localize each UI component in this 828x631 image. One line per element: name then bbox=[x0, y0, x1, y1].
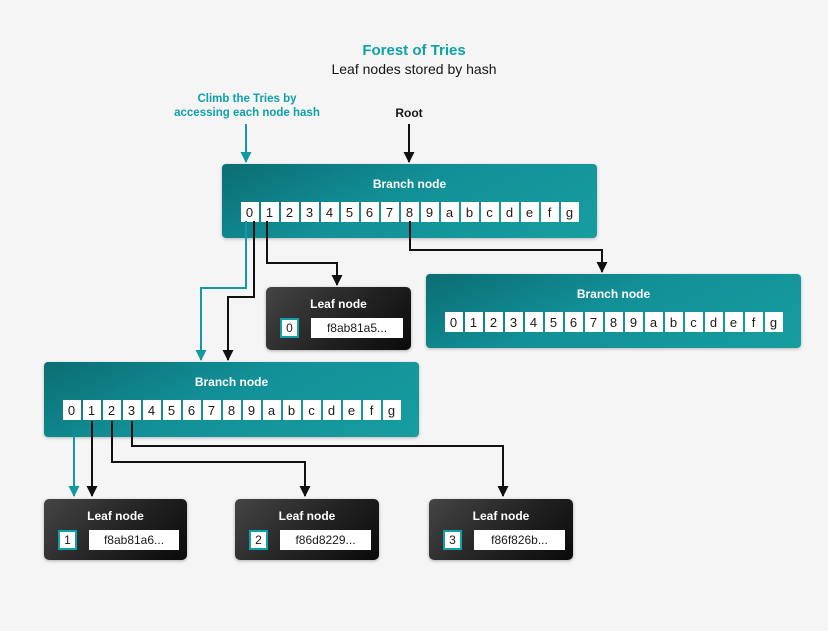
hex-cell-2: 2 bbox=[484, 312, 503, 332]
hex-cell-1: 1 bbox=[82, 400, 101, 420]
hex-cell-5: 5 bbox=[162, 400, 181, 420]
hex-cell-a: a bbox=[644, 312, 663, 332]
hex-cell-1: 1 bbox=[464, 312, 483, 332]
hex-cell-4: 4 bbox=[524, 312, 543, 332]
leaf-node-title: Leaf node bbox=[472, 509, 530, 523]
hex-cell-g: g bbox=[764, 312, 783, 332]
page-title: Forest of Tries bbox=[362, 42, 466, 59]
climb-tries-label-line2: accessing each node hash bbox=[174, 107, 320, 119]
leaf-node-2: Leaf node 2 f86d8229... bbox=[235, 499, 379, 560]
hex-cell-c: c bbox=[302, 400, 321, 420]
hex-cell-8: 8 bbox=[604, 312, 623, 332]
root-label: Root bbox=[395, 106, 423, 120]
leaf-index-cell: 1 bbox=[58, 530, 77, 550]
hex-cell-1: 1 bbox=[260, 202, 279, 222]
hex-cell-e: e bbox=[520, 202, 539, 222]
hex-cell-b: b bbox=[282, 400, 301, 420]
hex-cell-b: b bbox=[664, 312, 683, 332]
branch-node-title: Branch node bbox=[372, 177, 447, 191]
hex-cell-f: f bbox=[540, 202, 559, 222]
hex-cell-d: d bbox=[322, 400, 341, 420]
hex-cell-0: 0 bbox=[240, 202, 259, 222]
hex-cell-4: 4 bbox=[320, 202, 339, 222]
branch-node-title: Branch node bbox=[576, 287, 651, 301]
leaf-node-0: Leaf node 0 f8ab81a5... bbox=[266, 287, 411, 350]
hex-cell-f: f bbox=[362, 400, 381, 420]
hex-cell-e: e bbox=[724, 312, 743, 332]
leaf-index-cell: 3 bbox=[443, 530, 462, 550]
hex-cell-3: 3 bbox=[300, 202, 319, 222]
hex-cell-7: 7 bbox=[584, 312, 603, 332]
leaf-index-cell: 2 bbox=[249, 530, 268, 550]
hex-cell-b: b bbox=[460, 202, 479, 222]
hex-cell-3: 3 bbox=[122, 400, 141, 420]
hex-cell-6: 6 bbox=[564, 312, 583, 332]
hex-cell-d: d bbox=[704, 312, 723, 332]
leaf-node-content: 3 f86f826b... bbox=[429, 530, 573, 550]
climb-tries-label-line1: Climb the Tries by bbox=[197, 93, 297, 105]
hex-cell-5: 5 bbox=[544, 312, 563, 332]
hex-cell-0: 0 bbox=[444, 312, 463, 332]
hex-cell-a: a bbox=[440, 202, 459, 222]
leaf-hash-value: f8ab81a6... bbox=[89, 530, 179, 550]
hex-cell-0: 0 bbox=[62, 400, 81, 420]
climb-tries-label: Climb the Tries by accessing each node h… bbox=[147, 92, 347, 120]
hex-cell-2: 2 bbox=[102, 400, 121, 420]
leaf-node-title: Leaf node bbox=[278, 509, 336, 523]
hex-cell-9: 9 bbox=[624, 312, 643, 332]
leaf-hash-value: f86f826b... bbox=[474, 530, 565, 550]
leaf-node-content: 2 f86d8229... bbox=[235, 530, 379, 550]
climb-path-to-middle-branch bbox=[195, 221, 247, 361]
hex-cell-8: 8 bbox=[400, 202, 419, 222]
leaf-node-title: Leaf node bbox=[87, 509, 144, 523]
hex-cell-2: 2 bbox=[280, 202, 299, 222]
hex-cell-3: 3 bbox=[504, 312, 523, 332]
hex-cell-g: g bbox=[382, 400, 401, 420]
leaf-hash-value: f8ab81a5... bbox=[311, 318, 403, 338]
hex-cell-9: 9 bbox=[242, 400, 261, 420]
leaf-node-content: 1 f8ab81a6... bbox=[44, 530, 187, 550]
hex-cell-4: 4 bbox=[142, 400, 161, 420]
leaf-node-title: Leaf node bbox=[310, 297, 367, 311]
hex-cell-7: 7 bbox=[380, 202, 399, 222]
leaf-hash-value: f86d8229... bbox=[280, 530, 371, 550]
hex-cell-a: a bbox=[262, 400, 281, 420]
branch-node-title: Branch node bbox=[194, 375, 269, 389]
hex-cell-9: 9 bbox=[420, 202, 439, 222]
hex-cell-c: c bbox=[684, 312, 703, 332]
arrow-cell0-to-middle-branch bbox=[222, 221, 255, 361]
hex-cell-6: 6 bbox=[182, 400, 201, 420]
hex-cell-d: d bbox=[500, 202, 519, 222]
leaf-node-1: Leaf node 1 f8ab81a6... bbox=[44, 499, 187, 560]
page-subtitle: Leaf nodes stored by hash bbox=[331, 61, 497, 77]
leaf-node-3: Leaf node 3 f86f826b... bbox=[429, 499, 573, 560]
hex-cell-6: 6 bbox=[360, 202, 379, 222]
hex-cell-f: f bbox=[744, 312, 763, 332]
hex-cell-g: g bbox=[560, 202, 579, 222]
leaf-node-content: 0 f8ab81a5... bbox=[266, 318, 411, 338]
hex-cell-e: e bbox=[342, 400, 361, 420]
hex-cell-7: 7 bbox=[202, 400, 221, 420]
leaf-index-cell: 0 bbox=[280, 318, 299, 338]
hex-cell-5: 5 bbox=[340, 202, 359, 222]
hex-cell-c: c bbox=[480, 202, 499, 222]
hex-cell-8: 8 bbox=[222, 400, 241, 420]
